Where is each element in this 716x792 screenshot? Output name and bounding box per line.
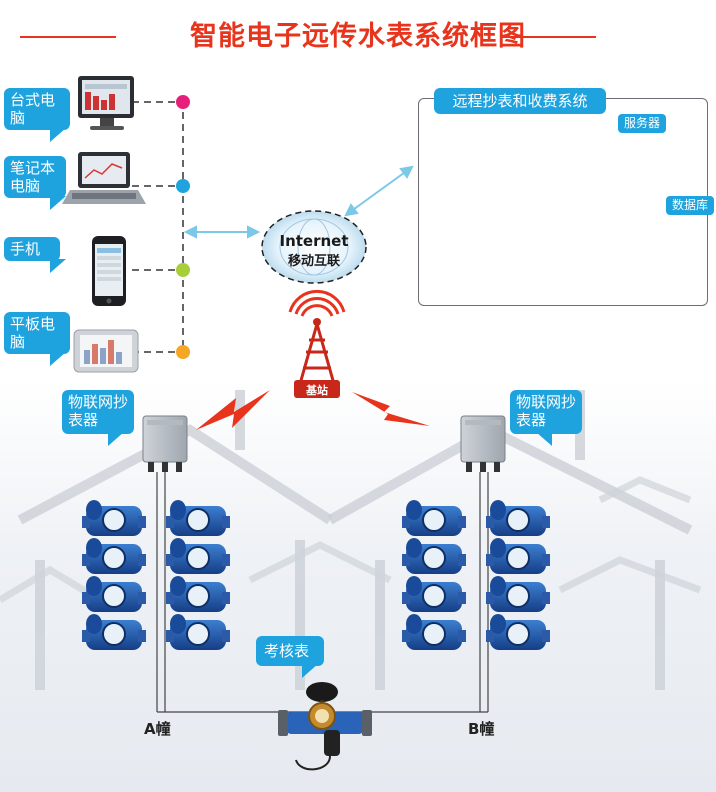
water-meter-icon	[82, 538, 146, 574]
reader-label-right: 物联网抄表器	[510, 390, 582, 446]
water-meter-icon	[486, 576, 550, 612]
water-meter-icon	[402, 538, 466, 574]
water-meter-icon	[486, 538, 550, 574]
water-meter-icon	[82, 614, 146, 650]
wireless-signal-left	[196, 390, 270, 430]
arrow-internet-system	[344, 165, 414, 217]
connector-dot-blue	[176, 179, 190, 193]
connector-dot-green	[176, 263, 190, 277]
water-meter-icon	[402, 576, 466, 612]
water-meter-icon	[402, 500, 466, 536]
system-title: 远程抄表和收费系统	[434, 88, 606, 114]
label-phone: 手机	[4, 237, 66, 273]
internet-label: Internet	[279, 232, 349, 250]
check-meter-label: 考核表	[256, 636, 324, 678]
mobile-phone-icon	[92, 236, 126, 306]
connector-dot-pink	[176, 95, 190, 109]
title-rule-right	[500, 36, 596, 38]
wireless-signal-right	[352, 392, 430, 426]
check-meter-icon	[278, 682, 372, 771]
iot-reader-left	[142, 415, 188, 472]
water-meter-icon	[82, 500, 146, 536]
database-label: 数据库	[666, 196, 715, 215]
page-title: 智能电子远传水表系统框图	[190, 21, 526, 52]
water-meter-icon	[82, 576, 146, 612]
internet-globe-icon	[261, 210, 367, 284]
mobile-internet-label: 移动互联	[287, 254, 340, 269]
water-meter-icon	[166, 614, 230, 650]
tablet-icon	[73, 329, 139, 373]
water-meter-icon	[402, 614, 466, 650]
water-meter-icon	[166, 500, 230, 536]
water-meter-grid	[82, 500, 550, 650]
label-tablet: 平板电脑	[4, 312, 70, 366]
server-label: 服务器	[618, 114, 667, 133]
building-b-label: B幢	[468, 720, 495, 738]
house-outline-small	[0, 476, 702, 604]
connector-dot-orange	[176, 345, 190, 359]
building-a-label: A幢	[144, 720, 171, 738]
iot-reader-right	[460, 415, 506, 472]
house-outline-left	[17, 390, 333, 690]
arrow-devices-internet	[183, 225, 261, 239]
water-meter-icon	[166, 538, 230, 574]
water-meter-icon	[486, 614, 550, 650]
water-meter-icon	[486, 500, 550, 536]
label-laptop: 笔记本电脑	[4, 156, 66, 210]
title-rule-left	[20, 36, 116, 38]
desktop-computer-icon	[78, 76, 134, 130]
base-station-tower-icon	[288, 289, 346, 398]
device-connectors	[132, 101, 183, 353]
label-desktop: 台式电脑	[4, 88, 70, 142]
tower-label: 基站	[306, 384, 328, 397]
water-meter-icon	[166, 576, 230, 612]
reader-label-left: 物联网抄表器	[62, 390, 134, 446]
laptop-icon	[62, 152, 146, 204]
